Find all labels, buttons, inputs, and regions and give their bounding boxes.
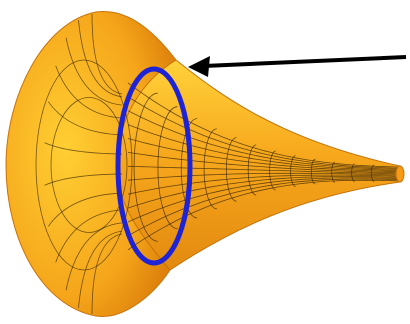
bell-spoke bbox=[65, 37, 123, 106]
mesh-line bbox=[127, 152, 401, 174]
annotation-arrow bbox=[188, 55, 407, 77]
mesh-line bbox=[127, 96, 401, 169]
highlighted-circle bbox=[115, 66, 193, 266]
mesh-line bbox=[127, 124, 401, 171]
bell-spoke bbox=[44, 142, 123, 155]
horn-tip bbox=[395, 165, 405, 183]
mesh-ring bbox=[180, 118, 198, 219]
mesh-line bbox=[127, 178, 401, 237]
bell-spoke bbox=[65, 222, 123, 291]
bell-spoke bbox=[91, 13, 123, 95]
mesh-ring bbox=[157, 106, 178, 230]
mesh-line bbox=[127, 165, 401, 175]
mesh-line bbox=[127, 138, 401, 173]
mesh-line bbox=[127, 174, 401, 195]
mesh-longitudinal-lines bbox=[127, 82, 401, 251]
bell-spoke bbox=[48, 192, 123, 227]
mesh-line bbox=[127, 176, 401, 209]
bell-spoke bbox=[44, 173, 123, 186]
bell-spoke bbox=[78, 230, 123, 308]
bell-spoke bbox=[55, 209, 123, 263]
bell-ring bbox=[35, 59, 133, 271]
mesh-line bbox=[127, 110, 401, 170]
mesh-line bbox=[127, 172, 401, 181]
mesh-line bbox=[127, 177, 401, 223]
bell-spoke bbox=[91, 233, 123, 315]
mesh-line bbox=[127, 179, 401, 251]
bell-spoke bbox=[48, 101, 123, 136]
mesh-line bbox=[127, 82, 401, 168]
bell-mesh bbox=[35, 13, 133, 315]
mesh-ring bbox=[133, 92, 158, 242]
bell-spoke bbox=[78, 20, 123, 98]
bell-ring bbox=[50, 97, 128, 233]
